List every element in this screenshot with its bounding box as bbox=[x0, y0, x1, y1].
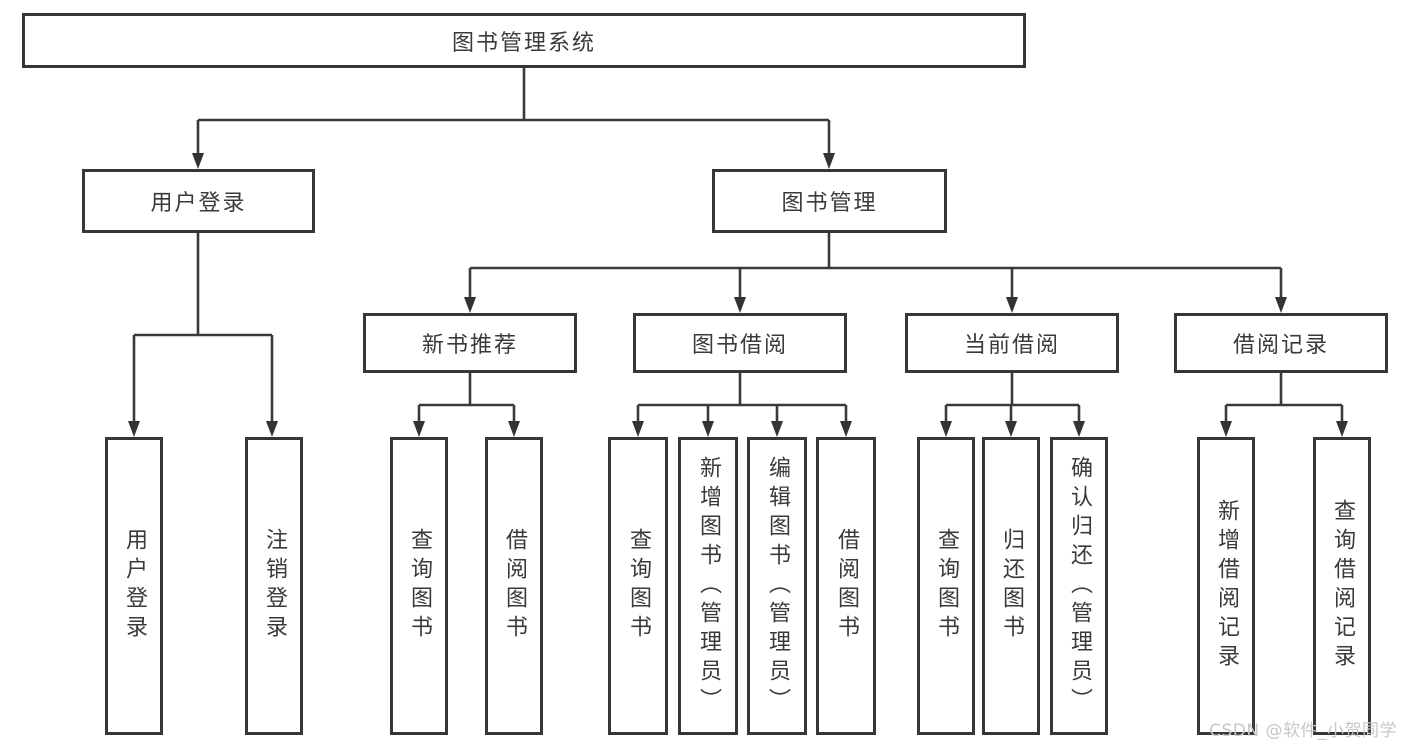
node-book-borrow: 图书借阅 bbox=[633, 313, 847, 373]
leaf-record-query: 查询借阅记录 bbox=[1313, 437, 1371, 735]
leaf-label: 归还图书 bbox=[999, 528, 1024, 644]
node-user-login: 用户登录 bbox=[82, 169, 315, 233]
node-label: 当前借阅 bbox=[963, 333, 1060, 358]
leaf-label: 查询图书 bbox=[934, 528, 959, 644]
leaf-current-confirm-return-admin: 确认归还（管理员） bbox=[1050, 437, 1108, 735]
leaf-record-add: 新增借阅记录 bbox=[1197, 437, 1255, 735]
leaf-current-return-book: 归还图书 bbox=[982, 437, 1040, 735]
leaf-label: 确认归还（管理员） bbox=[1067, 455, 1092, 717]
leaf-label: 借阅图书 bbox=[834, 528, 859, 644]
leaf-borrow-query-book: 查询图书 bbox=[608, 437, 668, 735]
node-label: 图书管理 bbox=[781, 191, 878, 216]
leaf-label: 查询借阅记录 bbox=[1330, 499, 1355, 673]
leaf-label: 编辑图书（管理员） bbox=[765, 455, 790, 717]
node-label: 借阅记录 bbox=[1232, 333, 1329, 358]
leaf-label: 用户登录 bbox=[122, 528, 147, 644]
node-label: 图书借阅 bbox=[691, 333, 788, 358]
leaf-recommend-borrow-book: 借阅图书 bbox=[485, 437, 543, 735]
leaf-user-login: 用户登录 bbox=[105, 437, 163, 735]
leaf-recommend-query-book: 查询图书 bbox=[390, 437, 448, 735]
leaf-borrow-add-book-admin: 新增图书（管理员） bbox=[678, 437, 738, 735]
node-new-book-recommend: 新书推荐 bbox=[363, 313, 577, 373]
leaf-logout: 注销登录 bbox=[245, 437, 303, 735]
node-borrow-record: 借阅记录 bbox=[1174, 313, 1388, 373]
leaf-label: 查询图书 bbox=[407, 528, 432, 644]
leaf-label: 注销登录 bbox=[262, 528, 287, 644]
leaf-label: 新增图书（管理员） bbox=[696, 455, 721, 717]
leaf-borrow-borrow-book: 借阅图书 bbox=[816, 437, 876, 735]
node-root-system: 图书管理系统 bbox=[22, 13, 1026, 68]
node-label: 用户登录 bbox=[150, 191, 247, 216]
node-current-borrow: 当前借阅 bbox=[905, 313, 1119, 373]
node-label: 图书管理系统 bbox=[451, 30, 596, 56]
node-book-management: 图书管理 bbox=[712, 169, 947, 233]
leaf-label: 借阅图书 bbox=[502, 528, 527, 644]
leaf-label: 新增借阅记录 bbox=[1214, 499, 1239, 673]
leaf-label: 查询图书 bbox=[626, 528, 651, 644]
leaf-borrow-edit-book-admin: 编辑图书（管理员） bbox=[747, 437, 807, 735]
leaf-current-query-book: 查询图书 bbox=[917, 437, 975, 735]
csdn-watermark: CSDN @软件_小贺同学 bbox=[1209, 721, 1397, 741]
node-label: 新书推荐 bbox=[421, 333, 518, 358]
